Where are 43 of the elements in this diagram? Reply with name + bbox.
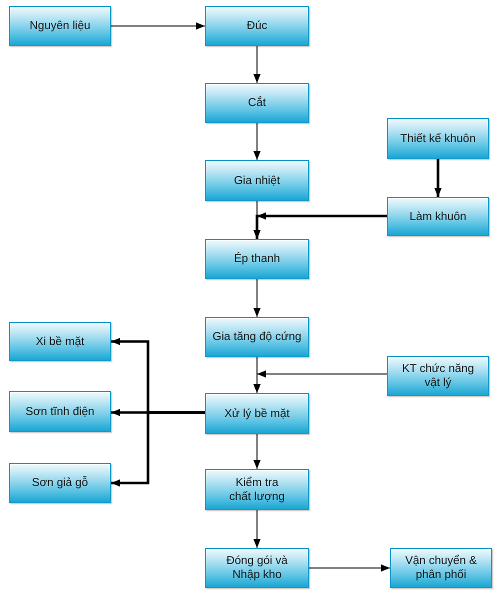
process-step-text: Vận chuyển & phân phối — [404, 554, 478, 582]
arrow — [253, 46, 261, 84]
arrow — [253, 122, 261, 160]
arrow — [253, 370, 388, 394]
process-step-text: Nguyên liệu — [30, 19, 90, 33]
process-step-text: Xi bề mặt — [36, 334, 84, 348]
arrow — [110, 22, 206, 30]
process-step-text: Sơn tĩnh điện — [26, 404, 94, 418]
process-box — [387, 118, 489, 159]
process-step-text: Sơn giả gỗ — [32, 476, 88, 490]
process-box — [9, 391, 111, 432]
process-step-text: Gia nhiệt — [234, 174, 280, 188]
process-box — [9, 6, 111, 46]
arrow — [253, 434, 261, 470]
process-box — [205, 239, 309, 279]
arrow — [253, 510, 261, 548]
process-box — [205, 469, 309, 510]
process-step-text: Kiểm tra chất lượng — [228, 476, 286, 504]
process-box — [205, 160, 309, 201]
process-step-text: Xử lý bề mặt — [224, 406, 290, 420]
process-box — [9, 463, 111, 503]
process-box — [387, 356, 489, 396]
process-box — [205, 6, 309, 46]
arrow — [253, 278, 261, 318]
process-step-text: Đóng gói và Nhập kho — [225, 554, 289, 582]
process-step-text: KT chức năng vật lý — [400, 362, 476, 390]
process-step-text: Gia tăng độ cứng — [212, 330, 302, 344]
process-box — [205, 317, 309, 357]
arrow — [111, 411, 205, 487]
arrow — [434, 159, 442, 197]
process-step-text: Cắt — [248, 96, 266, 110]
process-box — [205, 393, 309, 434]
process-step-text: Ép thanh — [234, 252, 280, 266]
arrow — [308, 564, 390, 572]
process-box — [205, 548, 309, 588]
process-box — [390, 548, 492, 588]
process-box — [387, 197, 489, 236]
process-box — [205, 83, 309, 123]
arrow — [253, 212, 387, 239]
process-step-text: Làm khuôn — [410, 210, 466, 224]
process-box — [9, 322, 111, 361]
process-step-text: Thiết kế khuôn — [400, 132, 476, 146]
process-step-text: Đúc — [246, 19, 268, 33]
